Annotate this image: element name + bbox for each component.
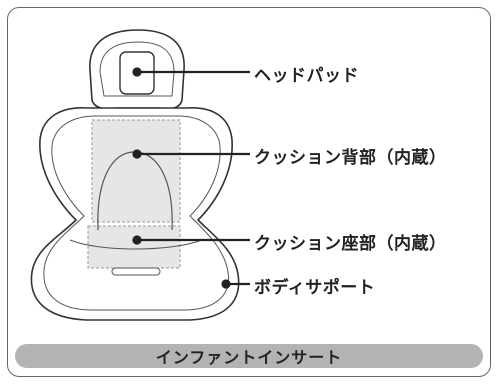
diagram-frame [7, 7, 491, 377]
callout-seat-cushion: クッション座部（内蔵） [254, 234, 447, 254]
callout-back-cushion: クッション背部（内蔵） [254, 148, 447, 168]
footer-title-bar: インファントインサート [15, 344, 483, 368]
callout-body-support: ボディサポート [254, 278, 376, 298]
callout-head-pad: ヘッドパッド [254, 66, 359, 86]
footer-title: インファントインサート [155, 348, 343, 367]
back-cushion-panel [91, 119, 181, 223]
